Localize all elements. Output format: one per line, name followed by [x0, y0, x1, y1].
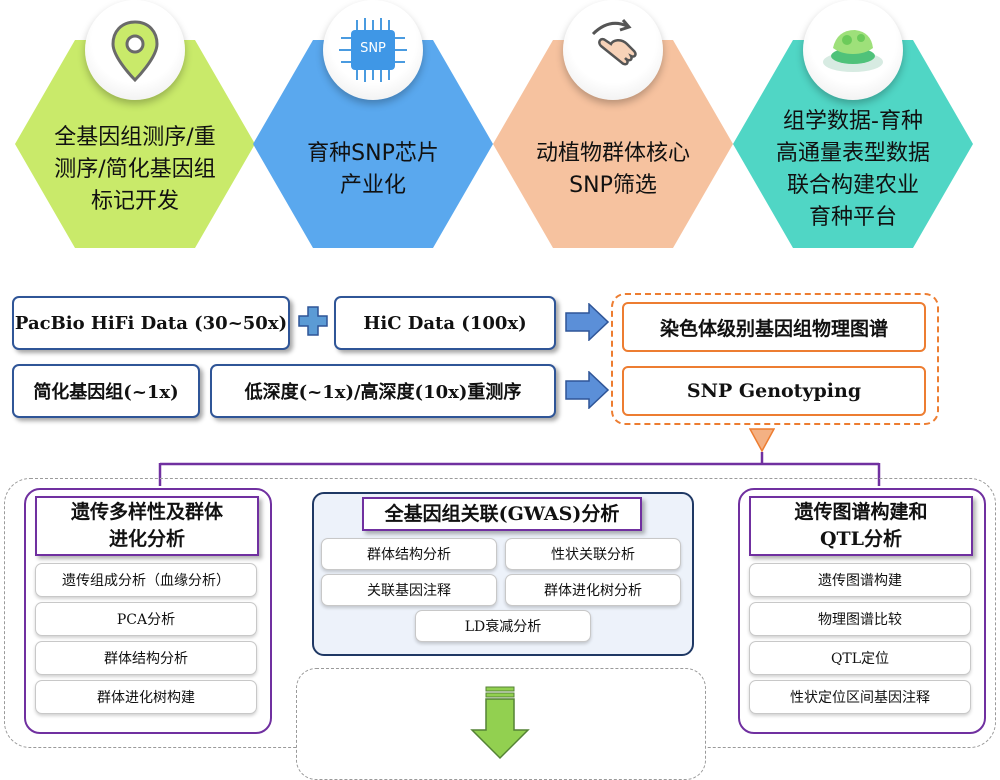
pacbio-data-box: PacBio HiFi Data (30~50x) [12, 296, 290, 350]
snp-genotyping-box: SNP Genotyping [622, 366, 926, 416]
diversity-item: 群体进化树构建 [35, 680, 257, 714]
hexagon-text-4: 组学数据-育种 高通量表型数据 联合构建农业 育种平台 [775, 109, 930, 230]
qtl-item: 物理图谱比较 [749, 602, 971, 636]
funnel-down-icon [749, 428, 775, 452]
gwas-panel-title: 全基因组关联(GWAS)分析 [362, 497, 642, 531]
plus-icon [298, 306, 328, 336]
gwas-item: 关联基因注释 [321, 574, 497, 606]
diversity-item: 遗传组成分析（血缘分析） [35, 563, 257, 597]
diversity-panel-title: 遗传多样性及群体 进化分析 [35, 496, 259, 556]
diversity-item: 群体结构分析 [35, 641, 257, 675]
right-arrow-icon [565, 371, 609, 409]
reseq-data-box: 低深度(~1x)/高深度(10x)重测序 [210, 364, 556, 418]
petri-dish-icon [803, 0, 903, 100]
down-arrow-icon [470, 686, 530, 760]
qtl-item: 性状定位区间基因注释 [749, 680, 971, 714]
qtl-item: QTL定位 [749, 641, 971, 675]
hexagon-text-2: 育种SNP芯片 产业化 [307, 141, 439, 198]
hexagon-text-1: 全基因组测序/重 测序/简化基因组 标记开发 [54, 125, 216, 214]
right-arrow-icon [565, 303, 609, 341]
gwas-item: 性状关联分析 [505, 538, 681, 570]
chromosome-map-box: 染色体级别基因组物理图谱 [622, 302, 926, 352]
hand-swipe-icon [563, 0, 663, 100]
gbs-data-box: 简化基因组(~1x) [12, 364, 200, 418]
gwas-item: 群体结构分析 [321, 538, 497, 570]
gwas-item: LD衰减分析 [415, 610, 591, 642]
qtl-panel-title: 遗传图谱构建和 QTL分析 [749, 496, 973, 556]
location-pin-icon [85, 0, 185, 100]
snp-chip-label: SNP [360, 41, 386, 56]
connector-lines [158, 452, 881, 486]
hexagon-text-3: 动植物群体核心 SNP筛选 [535, 141, 690, 198]
snp-chip-icon: SNP [323, 0, 423, 100]
output-group [611, 293, 939, 425]
qtl-item: 遗传图谱构建 [749, 563, 971, 597]
gwas-item: 群体进化树分析 [505, 574, 681, 606]
hic-data-box: HiC Data (100x) [334, 296, 556, 350]
diversity-item: PCA分析 [35, 602, 257, 636]
